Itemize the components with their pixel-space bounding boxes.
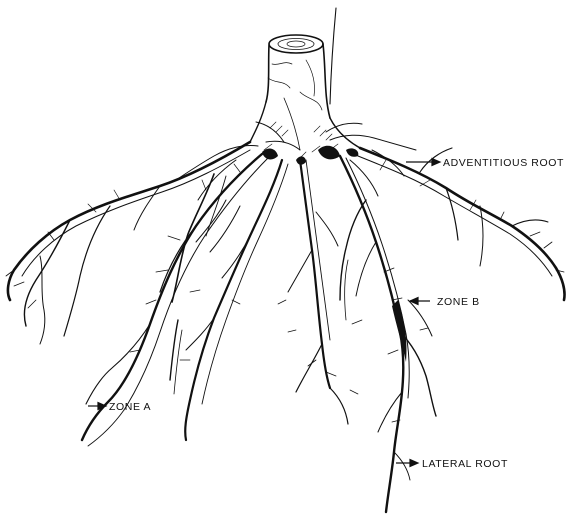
root-right-far — [358, 148, 565, 300]
label-zone-a: ZONE A — [109, 402, 151, 413]
root-left-far — [6, 142, 250, 344]
arrow-adventitious-root — [406, 159, 440, 166]
arrow-lateral-root — [396, 460, 418, 467]
stem-stump — [250, 35, 360, 150]
upright-stalk — [330, 8, 336, 104]
label-adventitious-root: ADVENTITIOUS ROOT — [443, 158, 564, 169]
root-center — [288, 160, 348, 424]
arrow-zone-b — [410, 298, 430, 305]
zone-b-shading — [392, 300, 407, 362]
label-zone-b: ZONE B — [437, 297, 480, 308]
label-lateral-root: LATERAL ROOT — [422, 459, 508, 470]
